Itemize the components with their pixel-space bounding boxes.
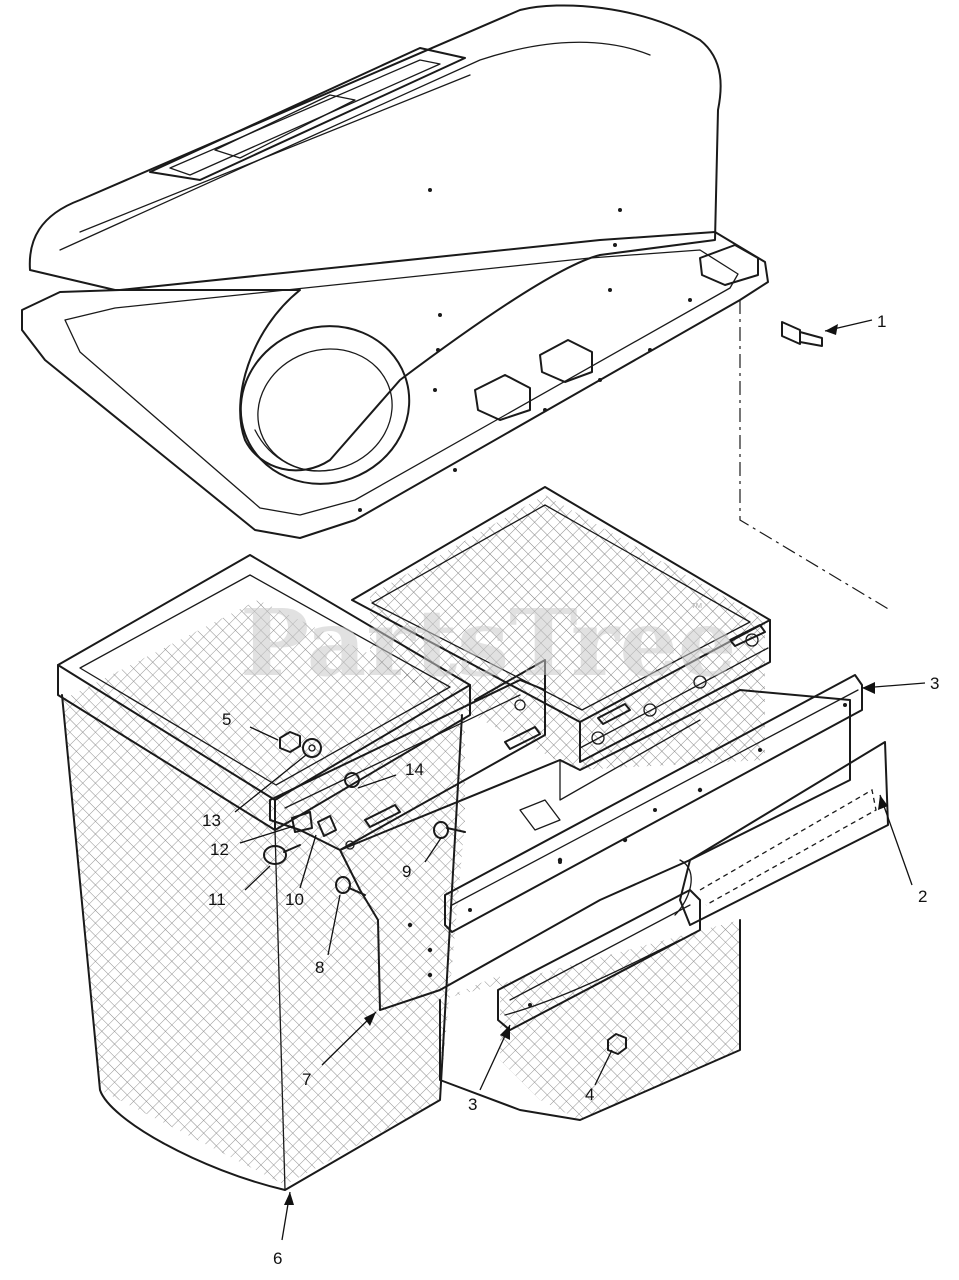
callout-12: 12 [210,840,229,859]
callout-14: 14 [405,760,424,779]
callout-10: 10 [285,890,304,909]
callout-6: 6 [273,1249,282,1268]
callout-13: 13 [202,811,221,830]
callout-11: 11 [208,890,226,909]
callout-8: 8 [315,958,324,977]
leader-lines [234,319,926,1241]
watermark-trademark: ™ [690,600,703,615]
hardware [263,321,823,1055]
right-bag-assembly [351,486,771,1121]
callout-3-upper: 3 [930,674,939,693]
alignment-line [739,300,891,611]
callout-1: 1 [877,312,886,331]
strip-part-3-upper [444,674,863,933]
bagger-cover [21,4,769,539]
bracket-assembly [269,659,546,851]
callout-4: 4 [585,1085,594,1104]
callout-7: 7 [302,1070,311,1089]
left-bag-assembly [57,554,471,1191]
callout-2: 2 [918,887,927,906]
callout-5: 5 [222,710,231,729]
watermark-text: PartsTree [240,589,736,697]
callout-3-lower: 3 [468,1095,477,1114]
strip-part-3-lower [497,889,701,1031]
callout-9: 9 [402,862,411,881]
